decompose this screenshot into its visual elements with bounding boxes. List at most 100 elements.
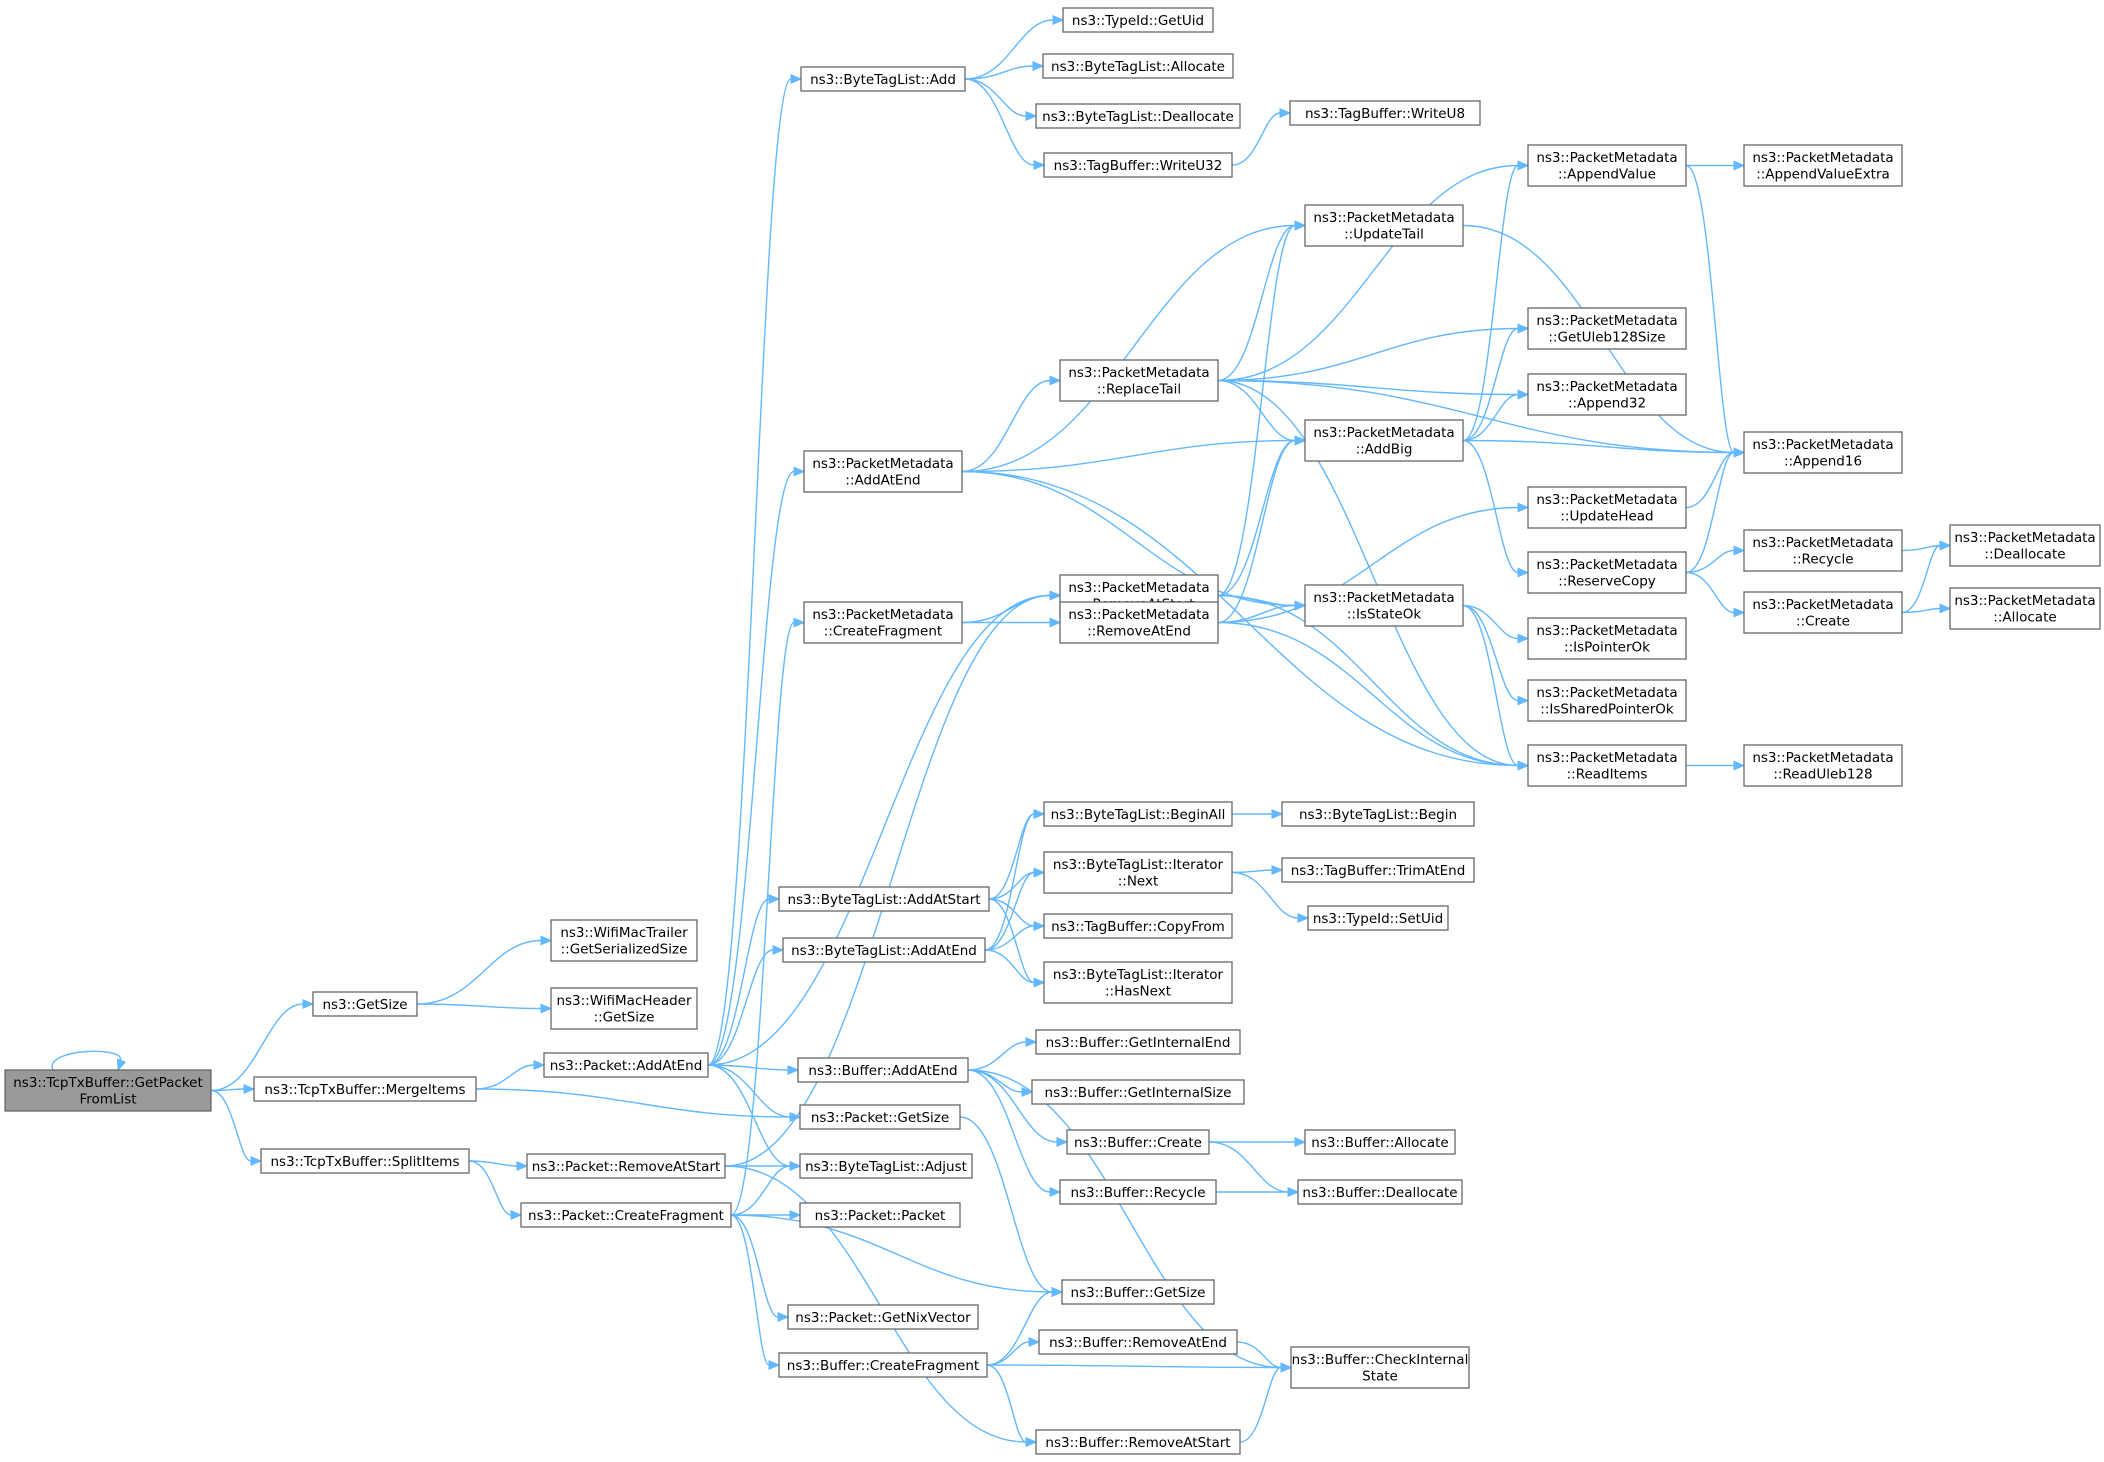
edge-arrowhead [1939,603,1952,614]
node-p-addatend[interactable]: ns3::Packet::AddAtEnd [543,1052,709,1078]
edge-arrowhead [1733,760,1746,771]
edge-arrowhead [777,1312,790,1322]
node-pm-appendvalue[interactable]: ns3::PacketMetadata::AppendValue [1527,144,1687,187]
node-getsize[interactable]: ns3::GetSize [312,991,418,1017]
node-pm-updatetail[interactable]: ns3::PacketMetadata::UpdateTail [1304,204,1464,247]
node-b-create[interactable]: ns3::Buffer::Create [1066,1129,1210,1155]
node-pm-append16[interactable]: ns3::PacketMetadata::Append16 [1743,431,1903,474]
node-b-getinternalsize[interactable]: ns3::Buffer::GetInternalSize [1031,1079,1245,1105]
node-typeid-getuid[interactable]: ns3::TypeId::GetUid [1062,7,1214,33]
edge-pm-replacetail-to-pm-addbig [1217,379,1307,446]
node-box [1289,100,1481,126]
node-btl-addatstart[interactable]: ns3::ByteTagList::AddAtStart [778,886,990,912]
node-label: ns3::Buffer::Recycle [1070,1185,1205,1201]
node-label: ns3::WifiMacTrailer [560,925,688,941]
node-pm-createfragment[interactable]: ns3::PacketMetadata::CreateFragment [803,601,963,644]
node-b-removeatend[interactable]: ns3::Buffer::RemoveAtEnd [1038,1329,1238,1355]
node-btl-add[interactable]: ns3::ByteTagList::Add [800,66,966,92]
node-pm-deallocate[interactable]: ns3::PacketMetadata::Deallocate [1949,524,2101,567]
node-typeid-setuid[interactable]: ns3::TypeId::SetUid [1307,905,1449,931]
node-b-getsize[interactable]: ns3::Buffer::GetSize [1061,1279,1215,1305]
node-label: ::ReplaceTail [1097,382,1181,398]
node-pm-isstateok[interactable]: ns3::PacketMetadata::IsStateOk [1304,584,1464,627]
node-pm-addatend[interactable]: ns3::PacketMetadata::AddAtEnd [803,450,963,493]
node-btl-begin[interactable]: ns3::ByteTagList::Begin [1281,801,1475,827]
node-pm-readitems[interactable]: ns3::PacketMetadata::ReadItems [1527,744,1687,787]
node-tb-trimatend[interactable]: ns3::TagBuffer::TrimAtEnd [1281,857,1475,883]
edge-arrowhead [1733,160,1746,171]
node-label: ns3::TagBuffer::TrimAtEnd [1291,863,1466,879]
node-box [1527,551,1687,594]
node-p-createfragment[interactable]: ns3::Packet::CreateFragment [520,1202,732,1228]
node-tb-writeu8[interactable]: ns3::TagBuffer::WriteU8 [1289,100,1481,126]
node-pm-addbig[interactable]: ns3::PacketMetadata::AddBig [1304,419,1464,462]
node-pm-removeatend[interactable]: ns3::PacketMetadata::RemoveAtEnd [1059,601,1219,644]
node-pm-replacetail[interactable]: ns3::PacketMetadata::ReplaceTail [1059,359,1219,402]
node-pm-append32[interactable]: ns3::PacketMetadata::Append32 [1527,373,1687,416]
node-label: ns3::TcpTxBuffer::SplitItems [271,1154,460,1170]
node-label: ns3::PacketMetadata [1536,379,1677,395]
node-pm-recycle[interactable]: ns3::PacketMetadata::Recycle [1743,529,1903,572]
node-box [1043,913,1233,939]
edge-arrowhead [787,1065,800,1075]
edge-line [707,898,770,1066]
node-p-getsize[interactable]: ns3::Packet::GetSize [799,1104,961,1130]
node-b-getinternalend[interactable]: ns3::Buffer::GetInternalEnd [1035,1029,1241,1055]
edge-b-recycle-to-b-deallocate [1215,1187,1300,1197]
edge-arrowhead [1049,1187,1062,1197]
node-label: ns3::ByteTagList::Adjust [805,1159,967,1175]
node-wmh-gs[interactable]: ns3::WifiMacHeader::GetSize [550,987,698,1030]
node-pm-ispointerok[interactable]: ns3::PacketMetadata::IsPointerOk [1527,617,1687,660]
node-label: ns3::PacketMetadata [1313,210,1454,226]
edge-pm-removeatend-to-pm-readitems [1217,621,1530,771]
edge-arrowhead [540,935,553,946]
node-pm-getuleb128size[interactable]: ns3::PacketMetadata::GetUleb128Size [1527,307,1687,350]
node-btl-it-hasnext[interactable]: ns3::ByteTagList::Iterator::HasNext [1043,961,1233,1004]
node-btl-beginall[interactable]: ns3::ByteTagList::BeginAll [1043,801,1233,827]
node-p-getnixvector[interactable]: ns3::Packet::GetNixVector [787,1304,979,1330]
node-tb-writeu32[interactable]: ns3::TagBuffer::WriteU32 [1043,152,1233,178]
node-pm-readuleb128[interactable]: ns3::PacketMetadata::ReadUleb128 [1743,744,1903,787]
node-b-allocate[interactable]: ns3::Buffer::Allocate [1304,1129,1456,1155]
edge-btl-addatend-to-btl-beginall [984,809,1046,951]
node-p-packet[interactable]: ns3::Packet::Packet [799,1202,961,1228]
node-pm-reservecopy[interactable]: ns3::PacketMetadata::ReserveCopy [1527,551,1687,594]
node-btl-allocate[interactable]: ns3::ByteTagList::Allocate [1042,53,1234,79]
node-b-addatend[interactable]: ns3::Buffer::AddAtEnd [797,1057,969,1083]
node-pm-updatehead[interactable]: ns3::PacketMetadata::UpdateHead [1527,486,1687,529]
edge-arrowhead [1517,502,1530,513]
node-box [1043,801,1233,827]
edge-arrowhead [1033,977,1046,988]
node-b-deallocate[interactable]: ns3::Buffer::Deallocate [1297,1179,1463,1205]
node-label: ns3::PacketMetadata [812,607,953,623]
node-b-removeatstart[interactable]: ns3::Buffer::RemoveAtStart [1035,1429,1241,1455]
edge-arrowhead [1294,1137,1307,1147]
edge-btl-add-to-btl-allocate [964,61,1045,80]
edge-pm-addatend-to-pm-updatetail [961,220,1307,473]
edge-line [1462,604,1519,702]
node-merge[interactable]: ns3::TcpTxBuffer::MergeItems [253,1076,477,1102]
edge-arrowhead [116,1058,127,1072]
edge-line [964,78,1035,166]
node-pm-issharedpointerok[interactable]: ns3::PacketMetadata::IsSharedPointerOk [1527,679,1687,722]
edge-line [468,1160,512,1216]
node-p-removeatstart[interactable]: ns3::Packet::RemoveAtStart [526,1153,726,1179]
node-b-recycle[interactable]: ns3::Buffer::Recycle [1059,1179,1217,1205]
node-split[interactable]: ns3::TcpTxBuffer::SplitItems [260,1148,470,1174]
node-box [1061,1279,1215,1305]
edge-arrowhead [1287,1187,1300,1197]
node-pm-create[interactable]: ns3::PacketMetadata::Create [1743,591,1903,634]
node-btl-adjust[interactable]: ns3::ByteTagList::Adjust [799,1153,973,1179]
node-box [253,1076,477,1102]
node-btl-deallocate[interactable]: ns3::ByteTagList::Deallocate [1035,103,1241,129]
node-pm-allocate[interactable]: ns3::PacketMetadata::Allocate [1949,587,2101,630]
node-pm-appendvalueextra[interactable]: ns3::PacketMetadata::AppendValueExtra [1743,144,1903,187]
node-wmt-gss[interactable]: ns3::WifiMacTrailer::GetSerializedSize [550,919,698,962]
node-b-createfragment[interactable]: ns3::Buffer::CreateFragment [778,1352,988,1378]
node-btl-it-next[interactable]: ns3::ByteTagList::Iterator::Next [1043,851,1233,894]
node-tb-copyfrom[interactable]: ns3::TagBuffer::CopyFrom [1043,913,1233,939]
edge-line [1901,544,1941,552]
node-btl-addatend[interactable]: ns3::ByteTagList::AddAtEnd [782,937,986,963]
